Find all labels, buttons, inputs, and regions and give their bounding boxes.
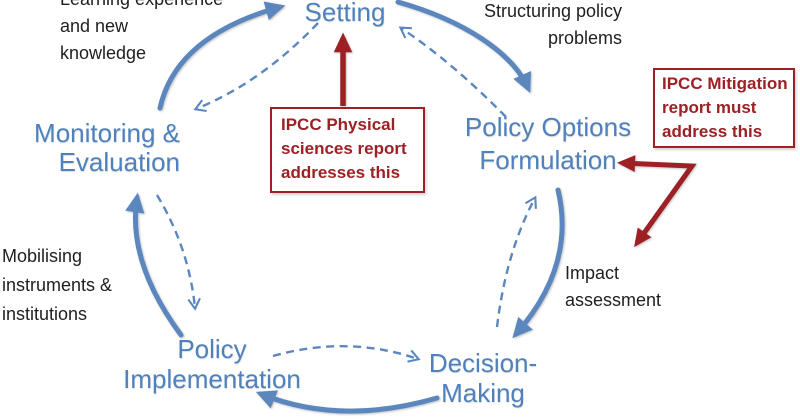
- label-impact-assessment: Impact assessment: [565, 260, 661, 314]
- dashed-arrow-policy-options-to-setting: [398, 26, 507, 118]
- label-structuring-line1: Structuring policy: [483, 1, 622, 21]
- node-setting-label: Setting: [304, 0, 386, 27]
- node-decision-line2: Making: [441, 378, 525, 408]
- node-decision-making: Decision- Making: [383, 348, 583, 408]
- dashed-arrow-implementation-to-decision: [272, 345, 421, 363]
- node-monitoring-evaluation: Monitoring & Evaluation: [28, 119, 180, 177]
- mitigation-box-line1: IPCC Mitigation: [662, 74, 788, 93]
- physical-box-line1: IPCC Physical: [281, 115, 396, 134]
- node-implementation-line2: Implementation: [123, 364, 301, 394]
- node-decision-line1: Decision-: [428, 348, 538, 378]
- node-implementation-line1: Policy: [177, 334, 247, 364]
- annotation-box-physical-sciences: IPCC Physical sciences report addresses …: [270, 107, 425, 193]
- solid-arrow-decision-to-implementation: [255, 390, 440, 414]
- label-mobilising-line2: instruments &: [2, 275, 113, 295]
- solid-arrow-monitoring-to-setting: [157, 1, 286, 111]
- label-structuring-line2: problems: [547, 28, 622, 48]
- node-monitoring-line2: Evaluation: [58, 147, 180, 177]
- node-policy-options-line1: Policy Options: [464, 112, 632, 142]
- red-arrow-mitigation-box-to-formulation-and-impact: [617, 155, 697, 248]
- solid-arrow-implementation-to-monitoring: [125, 192, 184, 338]
- solid-arrow-policy-options-to-decision: [512, 187, 565, 339]
- physical-box-line3: addresses this: [281, 163, 401, 182]
- dashed-arrow-decision-to-policy-options: [495, 195, 537, 328]
- label-mobilising-instruments: Mobilising instruments & institutions: [2, 242, 112, 329]
- dashed-arrow-monitoring-to-implementation: [155, 194, 201, 311]
- label-learning-line2: and new: [60, 16, 129, 36]
- annotation-box-mitigation: IPCC Mitigation report must address this: [653, 68, 795, 148]
- label-learning-experience: Learning experience and new knowledge: [60, 0, 223, 67]
- node-monitoring-line1: Monitoring &: [34, 118, 180, 148]
- mitigation-box-line2: report must: [662, 98, 757, 117]
- label-mobilising-line3: institutions: [2, 304, 88, 324]
- label-structuring-policy-problems: Structuring policy problems: [440, 0, 622, 52]
- label-learning-line3: knowledge: [60, 43, 147, 63]
- physical-box-line2: sciences report: [281, 139, 407, 158]
- mitigation-box-line3: address this: [662, 122, 763, 141]
- solid-arrow-setting-to-policy-options: [395, 0, 532, 94]
- dashed-arrow-setting-to-monitoring: [193, 22, 319, 113]
- node-policy-options-formulation: Policy Options Formulation: [448, 111, 648, 177]
- label-impact-line1: Impact: [565, 263, 620, 283]
- node-policy-implementation: Policy Implementation: [112, 334, 312, 394]
- label-impact-line2: assessment: [565, 290, 662, 310]
- label-mobilising-line1: Mobilising: [2, 246, 83, 266]
- node-policy-options-line2: Formulation: [479, 145, 617, 175]
- label-learning-line1: Learning experience: [60, 0, 223, 13]
- node-setting: Setting: [280, 0, 410, 27]
